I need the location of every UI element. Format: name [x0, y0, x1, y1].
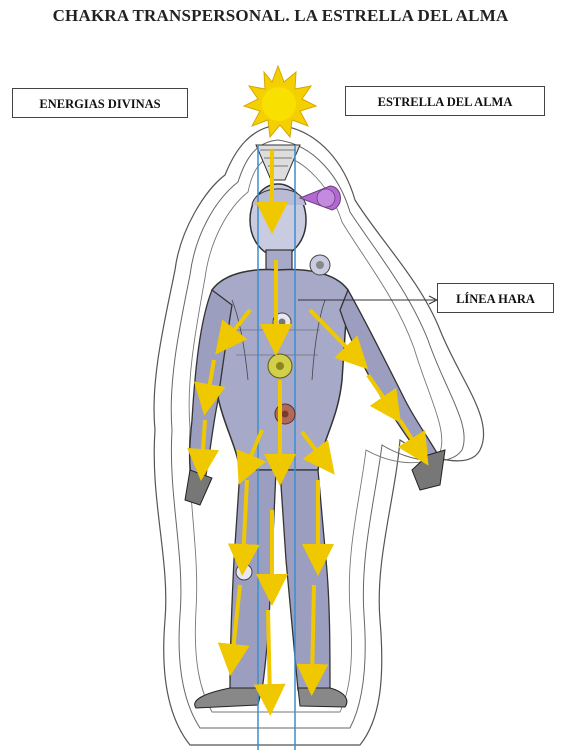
- third-eye-chakra: [300, 186, 340, 210]
- knee-chakra-left: [236, 564, 252, 580]
- throat-chakra: [310, 255, 330, 275]
- arrow-leg-center-lower: [268, 610, 270, 700]
- soul-star-sun: [244, 66, 316, 137]
- heart-chakra: [268, 354, 292, 378]
- arrow-leg-right-lower: [312, 585, 314, 680]
